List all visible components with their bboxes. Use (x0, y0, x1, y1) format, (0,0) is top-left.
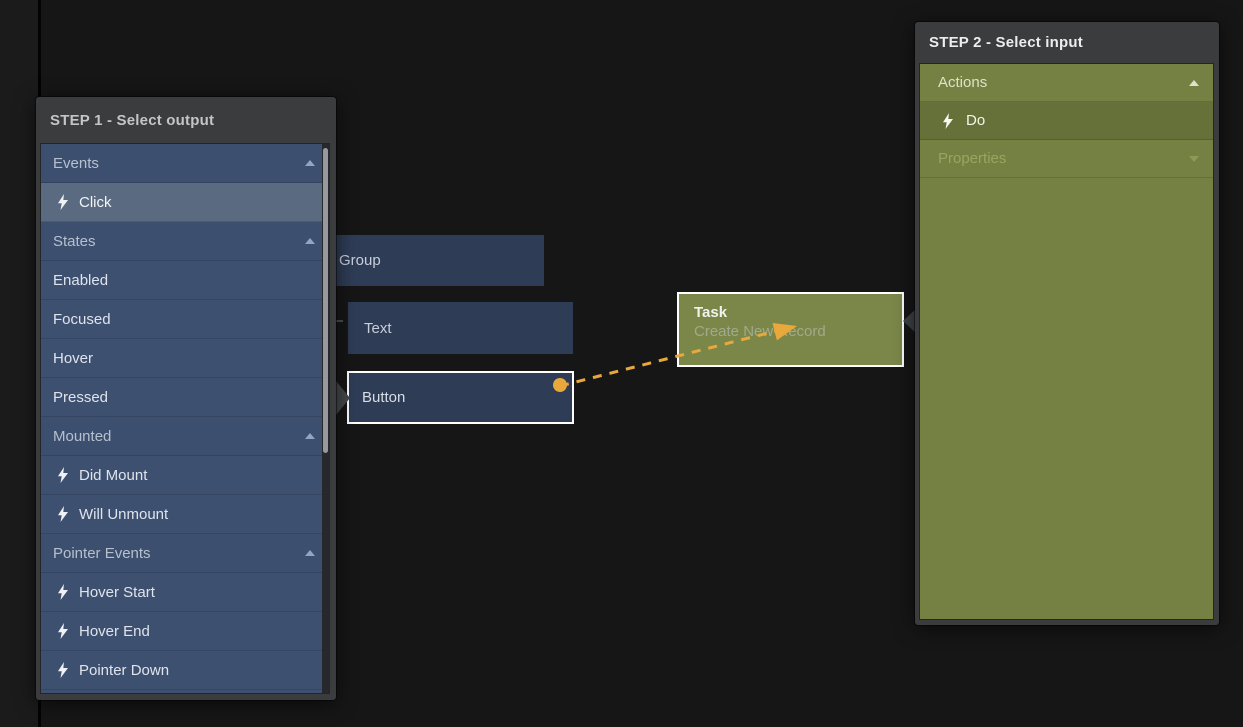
layer-node-text[interactable]: Text (348, 302, 573, 354)
output-item-label: Focused (53, 310, 111, 328)
input-item-do[interactable]: Do (920, 102, 1213, 140)
output-item-label: Did Mount (79, 466, 148, 484)
step1-select-output-panel: STEP 1 - Select output Events Click Stat… (36, 97, 336, 700)
layer-tree-connector-line (329, 320, 343, 322)
output-item-label: Hover End (79, 622, 150, 640)
section-label: Properties (938, 150, 1007, 167)
input-item-label: Do (966, 112, 986, 129)
step1-output-list: Events Click States Enabled Focused Hove… (40, 143, 330, 694)
step2-panel-title: STEP 2 - Select input (929, 34, 1083, 51)
output-item-pressed[interactable]: Pressed (41, 378, 329, 417)
section-mounted[interactable]: Mounted (41, 417, 329, 456)
chevron-up-icon (305, 238, 315, 244)
scrollbar-track[interactable] (322, 144, 329, 693)
section-events[interactable]: Events (41, 144, 329, 183)
section-actions[interactable]: Actions (920, 64, 1213, 102)
step1-panel-title: STEP 1 - Select output (50, 111, 215, 129)
output-item-label: Enabled (53, 271, 109, 289)
section-label: Events (53, 154, 99, 172)
section-label: Mounted (53, 427, 112, 445)
lightning-icon (57, 194, 69, 210)
task-node-subtitle: Create New Record (694, 323, 826, 340)
section-label: Pointer Events (53, 544, 151, 562)
output-item-hover[interactable]: Hover (41, 339, 329, 378)
output-item-did-mount[interactable]: Did Mount (41, 456, 329, 495)
output-item-label: Hover (53, 349, 94, 367)
lightning-icon (57, 623, 69, 639)
layer-node-label: Group (339, 252, 381, 269)
layer-node-label: Text (364, 319, 392, 337)
lightning-icon (57, 584, 69, 600)
step2-input-list: Actions Do Properties (919, 63, 1214, 620)
scrollbar-thumb[interactable] (323, 148, 328, 453)
output-item-label: Click (79, 193, 112, 211)
step1-panel-pointer-icon (336, 381, 350, 415)
output-item-click[interactable]: Click (41, 183, 329, 222)
output-item-label: Pressed (53, 388, 109, 406)
step2-panel-pointer-icon (903, 307, 918, 335)
canvas-left-margin (0, 0, 38, 727)
task-node-title: Task (694, 304, 728, 321)
section-pointer-events[interactable]: Pointer Events (41, 534, 329, 573)
chevron-down-icon (1189, 155, 1199, 162)
chevron-up-icon (1189, 79, 1199, 86)
chevron-up-icon (305, 550, 315, 556)
section-label: Actions (938, 74, 988, 91)
lightning-icon (57, 506, 69, 522)
chevron-up-icon (305, 160, 315, 166)
output-item-pointer-down[interactable]: Pointer Down (41, 651, 329, 690)
section-states[interactable]: States (41, 222, 329, 261)
output-item-focused[interactable]: Focused (41, 300, 329, 339)
output-item-label: Hover Start (79, 583, 155, 601)
step2-select-input-panel: STEP 2 - Select input Actions Do Propert… (915, 22, 1219, 625)
output-item-enabled[interactable]: Enabled (41, 261, 329, 300)
output-item-will-unmount[interactable]: Will Unmount (41, 495, 329, 534)
output-item-hover-end[interactable]: Hover End (41, 612, 329, 651)
output-item-label: Will Unmount (79, 505, 169, 523)
output-item-hover-start[interactable]: Hover Start (41, 573, 329, 612)
layer-node-button[interactable]: Button (347, 371, 574, 424)
chevron-up-icon (305, 433, 315, 439)
task-node[interactable]: Task Create New Record (677, 292, 904, 367)
output-item-label: Pointer Down (79, 661, 170, 679)
lightning-icon (57, 467, 69, 483)
lightning-icon (942, 112, 954, 129)
lightning-icon (57, 662, 69, 678)
layer-node-group[interactable]: Group (336, 235, 544, 286)
layer-node-label: Button (362, 389, 406, 406)
section-label: States (53, 232, 96, 250)
section-properties[interactable]: Properties (920, 140, 1213, 178)
